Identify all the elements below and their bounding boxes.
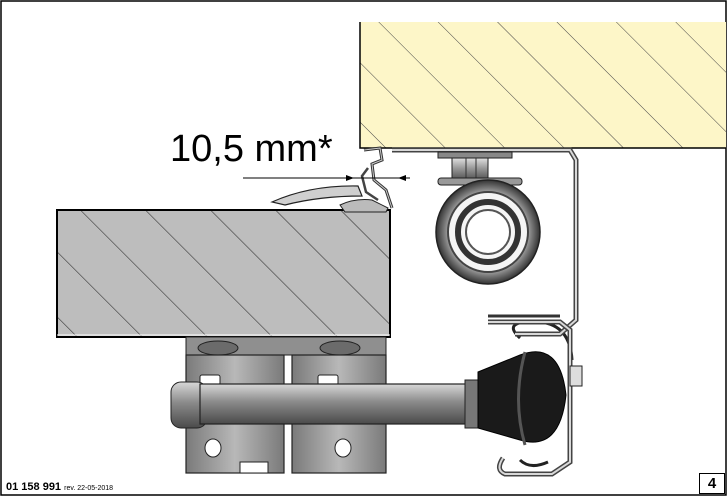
wall-section: [359, 22, 726, 149]
page-number-box: 4: [699, 473, 725, 494]
roller-shaft: [199, 383, 481, 425]
shaft-collar: [464, 379, 480, 429]
dimension-label: 10,5 mm*: [170, 128, 333, 170]
round-sleeve: [435, 179, 541, 285]
revision-text: rev. 22-05-2018: [64, 485, 114, 492]
document-number: 01 158 991 rev. 22-05-2018: [6, 481, 113, 493]
rubber-roller: [477, 320, 574, 467]
dimension-line: [243, 175, 410, 181]
door-leaf-section: [56, 209, 391, 338]
doc-number-text: 01 158 991: [6, 481, 62, 493]
seal-profile: [270, 146, 394, 213]
frame-profile: [392, 147, 583, 477]
